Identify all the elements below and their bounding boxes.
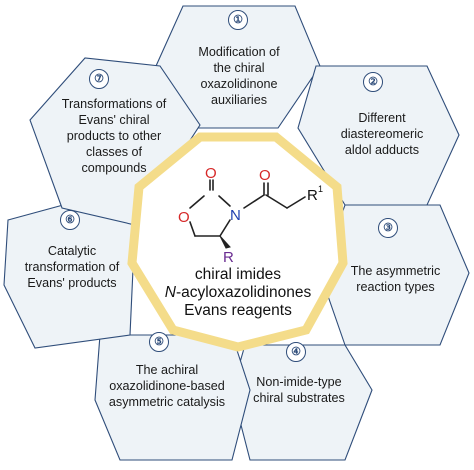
cell-text-5: The achiral oxazolidinone-based asymmetr…: [96, 362, 238, 410]
center-line-2: N-acyloxazolidinones: [140, 284, 336, 302]
bond: [189, 221, 196, 237]
cell-text-7: Transformations of Evans' chiral product…: [50, 96, 178, 176]
cell-text-4: Non-imide-type chiral substrates: [240, 374, 358, 406]
cell-7-line-4: classes of: [86, 145, 142, 159]
atom-n: N: [230, 207, 241, 224]
center-line-2-rest: -acyloxazolidinones: [175, 284, 312, 301]
r1-superscript: 1: [318, 184, 323, 194]
cell-1-line-1: Modification of: [198, 45, 280, 59]
cell-1-line-4: auxiliaries: [211, 93, 267, 107]
cell-2-line-1: Different: [358, 111, 406, 125]
bond: [243, 194, 265, 209]
atom-o-ring: O: [178, 209, 190, 226]
cell-7-line-5: compounds: [81, 161, 147, 175]
center-line-3: Evans reagents: [184, 302, 292, 319]
bond: [218, 195, 231, 207]
bond: [286, 196, 306, 209]
cell-6-line-2: transformation of: [24, 260, 120, 274]
cell-4-line-1: Non-imide-type: [256, 375, 342, 389]
cell-3-line-2: reaction types: [356, 280, 435, 294]
cell-7-line-1: Transformations of: [61, 97, 167, 111]
badge-1: ①: [228, 10, 248, 30]
cell-text-6: Catalytic transformation of Evans' produ…: [12, 243, 132, 291]
r1-label: R: [307, 187, 318, 204]
cell-4-line-2: chiral substrates: [253, 391, 345, 405]
cell-6-line-1: Catalytic: [47, 244, 97, 258]
badge-7: ⑦: [89, 69, 109, 89]
badge-3: ③: [378, 218, 398, 238]
center-line-2-italic: N: [164, 284, 176, 301]
bond: [219, 219, 231, 237]
badge-2: ②: [363, 72, 383, 92]
cell-text-3: The asymmetric reaction types: [338, 263, 453, 295]
cell-1-line-2: the chiral: [213, 61, 265, 75]
center-ring: [127, 132, 348, 352]
cell-5-line-1: The achiral: [135, 363, 199, 377]
cell-1-line-3: oxazolidinone: [200, 77, 278, 91]
cell-7-line-3: products to other: [66, 129, 162, 143]
cell-6-line-3: Evans' products: [27, 276, 117, 290]
center-line-1: chiral imides: [194, 266, 282, 283]
badge-4: ④: [286, 342, 306, 362]
cell-text-1: Modification of the chiral oxazolidinone…: [180, 44, 298, 108]
cell-2-line-3: aldol adducts: [344, 143, 420, 157]
cell-5-line-2: oxazolidinone-based: [109, 379, 225, 393]
oxazolidinone-molecule: [189, 179, 306, 249]
cell-3-line-1: The asymmetric: [350, 264, 441, 278]
cell-2-line-2: diastereomeric: [340, 127, 424, 141]
wedge-bond: [219, 235, 231, 249]
atom-o-carbonyl: O: [205, 165, 217, 182]
badge-6: ⑥: [60, 210, 80, 230]
center-label: chiral imides N-acyloxazolidinones Evans…: [140, 266, 336, 320]
cell-5-line-3: asymmetric catalysis: [108, 395, 226, 409]
cell-7-line-2: Evans' chiral: [78, 113, 150, 127]
bond: [265, 194, 288, 209]
cell-text-2: Different diastereomeric aldol adducts: [322, 110, 442, 158]
r-label: R: [223, 249, 234, 266]
atom-o-acyl: O: [259, 167, 271, 184]
badge-5: ⑤: [149, 332, 169, 352]
bond: [189, 195, 205, 209]
molecule-atom-labels: O O N O R 1 R: [178, 165, 323, 266]
